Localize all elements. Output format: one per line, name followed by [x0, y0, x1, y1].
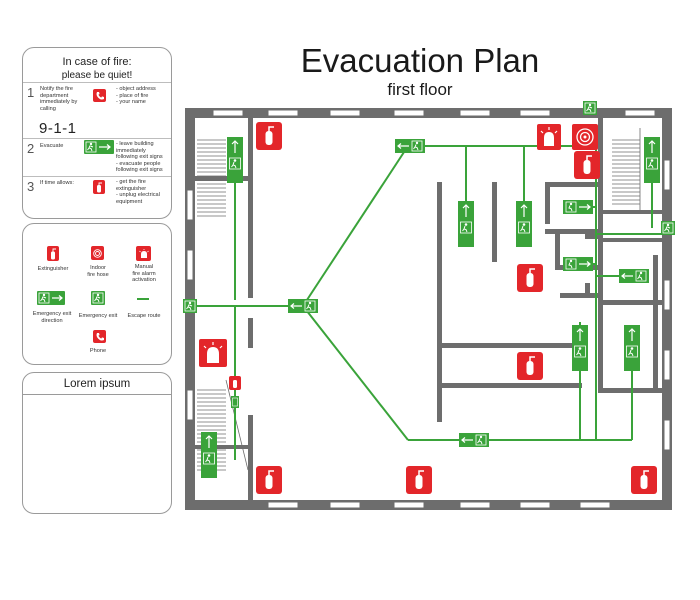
- page-title: Evacuation Plan: [300, 42, 540, 79]
- extinguisher-icon: [255, 121, 283, 151]
- exit-direction-icon: [458, 432, 490, 448]
- extinguisher-icon: [93, 180, 105, 194]
- exit-direction-icon: [37, 291, 65, 305]
- fire-panel-title: In case of fire: please be quiet!: [23, 56, 171, 82]
- emergency-number: 9-1-1: [39, 120, 77, 137]
- exit-direction-icon: [563, 200, 593, 214]
- divider: [23, 82, 171, 83]
- fire-panel-subheading: please be quiet!: [61, 70, 133, 81]
- emergency-exit-icon: [91, 291, 105, 305]
- divider: [23, 394, 171, 395]
- legend-label-phone: Phone: [89, 348, 107, 354]
- extinguisher-icon: [630, 465, 658, 495]
- extinguisher-icon: [229, 376, 241, 390]
- fire-equipment: [199, 121, 658, 495]
- fire-panel-heading: In case of fire:: [62, 56, 132, 68]
- fire-instructions-panel: In case of fire: please be quiet! 1 Noti…: [22, 47, 172, 219]
- phone-icon: [93, 330, 106, 343]
- exit-direction-icon: [200, 431, 218, 479]
- divider: [23, 138, 171, 139]
- notes-panel-title: Lorem ipsum: [63, 378, 131, 390]
- notes-panel: Lorem ipsum: [22, 372, 172, 514]
- exit-direction-icon: [394, 138, 426, 154]
- fire-alarm-icon: [537, 124, 561, 150]
- legend-panel: Extinguisher Indoor fire hose Manual fir…: [22, 223, 172, 365]
- exit-direction-icon: [563, 257, 593, 271]
- exit-direction-icon: [84, 140, 114, 154]
- staircase: [197, 128, 641, 471]
- step-2-details: - leave building immediately following e…: [116, 141, 163, 174]
- exit-direction-icon: [643, 136, 661, 184]
- fire-hose-icon: [91, 246, 104, 260]
- escape-route-line: [137, 298, 149, 300]
- extinguisher-icon: [573, 150, 601, 180]
- step-3-details: - get the fire extinguisher - unplug ele…: [116, 179, 160, 205]
- extinguisher-icon: [47, 246, 59, 261]
- phone-icon: [93, 89, 106, 102]
- exit-direction-icon: [618, 268, 650, 284]
- extinguisher-icon: [255, 465, 283, 495]
- step-number: 1: [27, 85, 35, 100]
- divider: [23, 176, 171, 177]
- fire-alarm-icon: [199, 339, 227, 367]
- step-3-text: If time allows:: [40, 180, 74, 186]
- legend-label-exit-direction: Emergency exit direction: [32, 311, 72, 324]
- step-1-details: - object address - place of fire - your …: [116, 86, 156, 106]
- exit-direction-icon: [515, 200, 533, 248]
- page-subtitle: first floor: [387, 80, 453, 99]
- emergency-exit-icon: [231, 396, 239, 408]
- step-2-text: Evacuate: [40, 143, 64, 149]
- step-number: 3: [27, 179, 35, 194]
- exit-direction-icon: [623, 324, 641, 372]
- exit-direction-icon: [287, 298, 319, 314]
- extinguisher-icon: [516, 263, 544, 293]
- windows: [186, 109, 671, 509]
- step-1-text: Notify the fire department immediately b…: [40, 86, 78, 112]
- exit-direction-icon: [457, 200, 475, 248]
- fire-alarm-icon: [136, 246, 151, 261]
- step-number: 2: [27, 141, 35, 156]
- legend-label-extinguisher: Extinguisher: [37, 266, 69, 272]
- exit-direction-icon: [571, 324, 589, 372]
- legend-label-escape-route: Escape route: [127, 313, 161, 319]
- extinguisher-icon: [516, 351, 544, 381]
- extinguisher-icon: [405, 465, 433, 495]
- emergency-exit-icon: [660, 220, 676, 236]
- exit-direction-icon: [226, 136, 244, 184]
- fire-hose-icon: [572, 124, 598, 150]
- emergency-exit-icon: [182, 298, 198, 314]
- emergency-exit-icon: [582, 100, 598, 116]
- legend-label-fire-hose: Indoor fire hose: [87, 265, 109, 278]
- legend-label-emergency-exit: Emergency exit: [78, 313, 118, 319]
- exit-signs: [182, 100, 676, 479]
- legend-label-fire-alarm: Manual fire alarm activation: [132, 264, 156, 284]
- escape-routes: [190, 130, 668, 460]
